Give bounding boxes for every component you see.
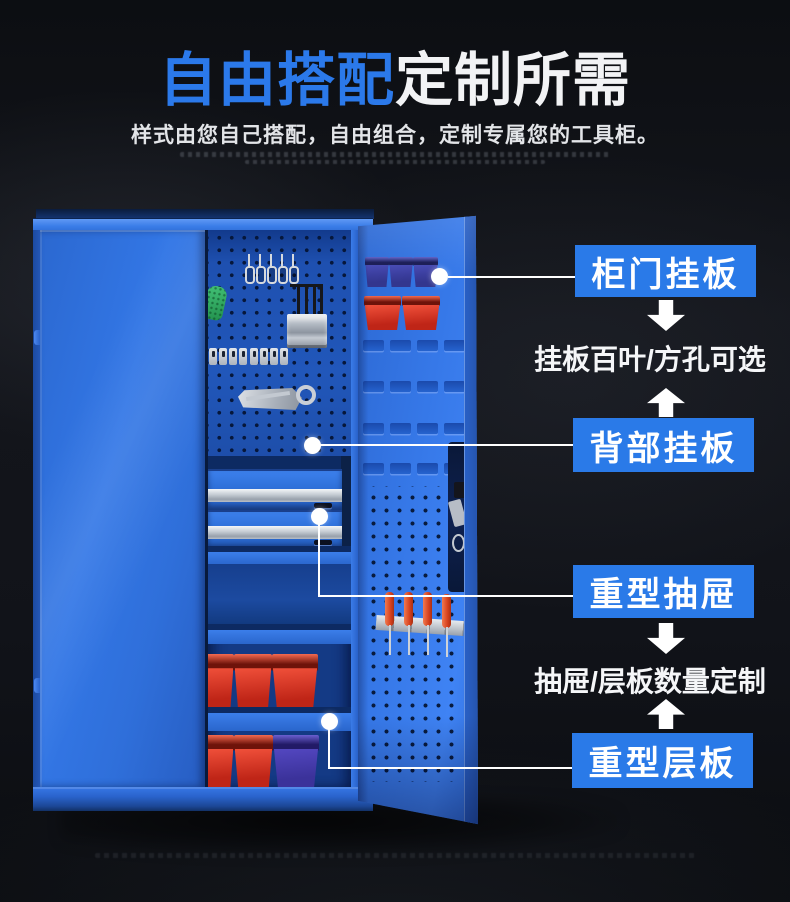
- drawer-side-rail: [341, 456, 351, 552]
- door-hinge: [34, 678, 40, 693]
- screwdriver: [404, 592, 413, 662]
- callout-heavy-drawer: 重型抽屉: [573, 565, 754, 618]
- louver-slot: [390, 340, 411, 351]
- open-right-door: [357, 215, 479, 825]
- navy-bin: [389, 257, 413, 287]
- connector-line-door-board: [448, 276, 575, 278]
- page-subtitle: 样式由您自己搭配，自由组合，定制专属您的工具柜。: [131, 124, 659, 147]
- red-bin: [402, 296, 440, 330]
- screwdriver: [442, 594, 451, 664]
- open-compartment: [208, 564, 351, 624]
- anchor-dot-drawer: [311, 508, 328, 525]
- navy-bin: [365, 257, 389, 287]
- arrow-down-icon: [647, 623, 685, 654]
- louver-slot: [417, 463, 438, 474]
- connector-line-shelf-v: [328, 722, 330, 769]
- spring-clip: [250, 348, 258, 365]
- red-bin: [208, 735, 234, 787]
- hex-key-set: [287, 284, 329, 350]
- louver-slot: [417, 381, 438, 392]
- louver-slot: [444, 381, 465, 392]
- door-hinge: [34, 330, 40, 345]
- drawer-label-slot: [314, 503, 332, 508]
- hex-key-bracket: [287, 314, 327, 348]
- louver-slot: [363, 423, 384, 434]
- arrow-down-icon: [647, 300, 685, 331]
- peg-hook: [288, 254, 299, 286]
- watermark-line: [180, 152, 610, 157]
- louver-slot: [390, 463, 411, 474]
- drawer-handle: [208, 526, 342, 539]
- anchor-dot-back-board: [304, 437, 321, 454]
- watermark-bottom: [95, 853, 695, 858]
- louver-slot: [363, 340, 384, 351]
- navy-bin: [413, 257, 438, 287]
- connector-line-shelf-h: [328, 767, 572, 769]
- louver-slot: [417, 423, 438, 434]
- spring-clip: [209, 348, 217, 365]
- louver-slot: [444, 423, 465, 434]
- peg-hook: [244, 254, 255, 286]
- drawer-1: [208, 469, 342, 510]
- connector-line-drawer-v: [318, 517, 320, 597]
- note-board-options: 挂板百叶/方孔可选: [534, 344, 766, 375]
- anchor-dot-shelf: [321, 713, 338, 730]
- spring-clip: [280, 348, 288, 365]
- door-sheen: [40, 230, 205, 787]
- red-bin: [234, 735, 273, 787]
- drawer-handle: [208, 489, 342, 502]
- callout-heavy-shelf: 重型层板: [572, 733, 753, 788]
- green-handle-tool: [208, 284, 229, 322]
- drawer-label-slot: [314, 540, 332, 545]
- callout-door-board: 柜门挂板: [575, 245, 756, 297]
- cabinet-base: [33, 787, 373, 811]
- spring-clip: [270, 348, 278, 365]
- spring-clip: [219, 348, 227, 365]
- watermark-line: [245, 160, 545, 164]
- anchor-dot-door-board: [431, 268, 448, 285]
- louver-slot: [444, 340, 465, 351]
- back-pegboard: [208, 230, 351, 468]
- door-shading: [357, 215, 479, 825]
- door-fold-edge: [464, 215, 479, 825]
- red-bin: [208, 654, 234, 709]
- title-highlight: 自由搭配: [158, 48, 395, 113]
- arrow-up-icon: [647, 699, 685, 729]
- page-title: 自由搭配定制所需: [0, 48, 790, 114]
- red-bin: [364, 296, 401, 330]
- spring-clip: [239, 348, 247, 365]
- louver-slot: [390, 423, 411, 434]
- closed-left-door: [34, 230, 205, 787]
- note-quantity-custom: 抽屉/层板数量定制: [534, 666, 766, 697]
- tool-cabinet: [33, 208, 481, 825]
- connector-line-drawer-h: [318, 595, 573, 597]
- purple-bin: [273, 735, 319, 787]
- cabinet-top-face: [36, 209, 374, 219]
- red-bin: [234, 654, 272, 709]
- arrow-up-icon: [647, 388, 685, 417]
- cabinet-top-rail: [33, 218, 373, 232]
- louver-slot: [417, 340, 438, 351]
- louver-slot: [390, 381, 411, 392]
- screwdriver: [423, 592, 432, 662]
- peg-hook: [255, 254, 266, 286]
- spring-clip: [229, 348, 237, 365]
- door-gap: [205, 230, 208, 787]
- spring-clip: [260, 348, 268, 365]
- connector-line-back-board: [313, 444, 573, 446]
- wrench-holder: [238, 388, 302, 410]
- wrench-head: [296, 385, 316, 405]
- peg-hook: [277, 254, 288, 286]
- drawer-top-shadow: [208, 456, 351, 470]
- red-bin: [272, 654, 318, 709]
- title-rest: 定制所需: [395, 48, 632, 113]
- peg-hook: [266, 254, 277, 286]
- louver-slot: [363, 381, 384, 392]
- callout-back-board: 背部挂板: [573, 418, 754, 472]
- louver-slot: [363, 463, 384, 474]
- cabinet-interior: [208, 230, 351, 790]
- screwdriver: [385, 592, 394, 662]
